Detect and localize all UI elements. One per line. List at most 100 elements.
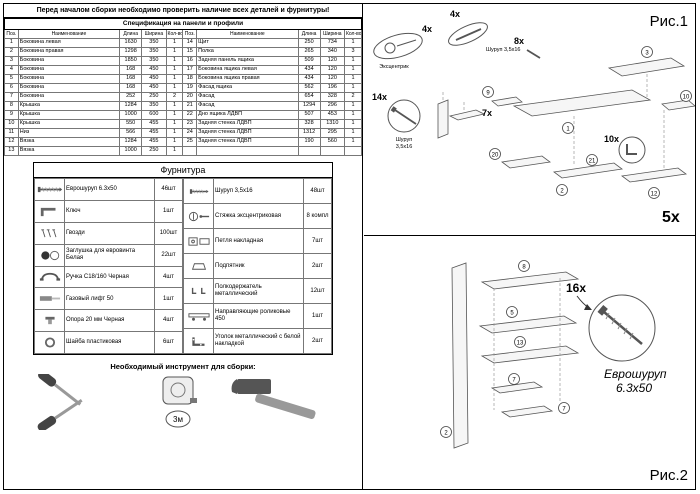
spec-cell-qty: 1 (165, 110, 184, 120)
spec-cell-name: Фасад (196, 92, 299, 102)
spec-cell-name: Щит (196, 38, 299, 48)
spec-cell-qty: 1 (343, 128, 363, 138)
part-number: 9 (486, 91, 490, 97)
hardware-name: Гвозди (64, 221, 155, 245)
part-number-badge: 9 (482, 86, 494, 98)
hardware-name: Ключ (64, 199, 155, 223)
spec-cell-len: 1850 (119, 56, 143, 66)
spec-cell-wid: 450 (141, 74, 167, 84)
spec-cell-wid (319, 146, 345, 156)
spec-cell-qty: 1 (165, 146, 184, 156)
spec-cell-pos: 12 (4, 137, 19, 147)
hardware-name: Стяжка эксцентриковая (213, 203, 304, 229)
part-number-badge: 3 (641, 46, 653, 58)
part-number-badge: 7 (558, 402, 570, 414)
count-label: 14x (372, 92, 387, 102)
spec-cell-name: Боковина ящика левая (196, 65, 299, 75)
part-number: 20 (492, 153, 499, 159)
hex-key-icon (34, 199, 65, 223)
spec-cell-pos: 22 (182, 110, 198, 120)
spec-cell-name: Крышка (17, 101, 121, 111)
spec-table: Спецификация на панели и профили Поз. Наи… (4, 18, 363, 156)
spec-cell-name: Вязка (17, 146, 121, 156)
eccentric-label: Эксцентрик (379, 64, 409, 70)
spec-cell-qty: 1 (343, 137, 363, 147)
eccentric-callout: 4x Эксцентрик (373, 24, 432, 70)
hardware-qty: 1шт (154, 287, 183, 311)
hammer-icon (231, 379, 316, 419)
spec-cell-len: 1294 (297, 101, 321, 111)
spec-cell-wid: 350 (141, 101, 167, 111)
gas-lift-icon (34, 287, 65, 311)
handle-icon (34, 265, 65, 289)
spec-cell-pos: 1 (4, 38, 19, 48)
hardware-name: Уголок металлический с белой накладкой (213, 328, 304, 354)
part-number-badge: 7 (508, 373, 520, 385)
part-number: 5 (510, 311, 514, 317)
spec-cell-qty: 1 (343, 83, 363, 93)
spec-cell-len: 328 (297, 119, 321, 129)
hardware-title: Фурнитура (34, 163, 332, 178)
spec-cell-qty: 1 (165, 128, 184, 138)
spec-col-header: Поз. (182, 29, 198, 39)
spec-cell-wid: 455 (141, 128, 167, 138)
part-number-badge: 8 (518, 260, 530, 272)
spec-cell-name: Задняя стенка ЛДВП (196, 119, 299, 129)
part-number: 8 (522, 265, 526, 271)
spec-table-title: Спецификация на панели и профили (4, 18, 362, 30)
spec-cell-wid: 350 (141, 47, 167, 57)
spec-cell-len: 509 (297, 56, 321, 66)
spec-cell-len: 550 (119, 119, 143, 129)
spec-col-header: Длина (119, 29, 143, 39)
spec-cell-len (297, 146, 321, 156)
fig2-label: Рис.2 (650, 467, 688, 484)
spec-cell-wid: 350 (141, 38, 167, 48)
spec-cell-name: Дно ящика ЛДВП (196, 110, 299, 120)
part-number-badge: 21 (586, 154, 598, 166)
part-number: 21 (589, 159, 596, 165)
spec-col-header: Ширина (141, 29, 167, 39)
spec-cell-wid: 453 (319, 110, 345, 120)
spec-cell-qty: 1 (343, 101, 363, 111)
spec-cell-pos: 13 (4, 146, 19, 156)
spec-cell-pos: 14 (182, 38, 198, 48)
part-number-badge: 1 (562, 122, 574, 134)
spec-col-header: Кол-во (343, 29, 363, 39)
spec-cell-pos: 10 (4, 119, 19, 129)
hardware-qty: 2шт (303, 328, 332, 354)
spec-cell-len: 265 (297, 47, 321, 57)
nails-icon (34, 221, 65, 245)
count-label: 4x (450, 9, 460, 19)
spec-cell-qty: 1 (343, 110, 363, 120)
screw-name: 6.3x50 (616, 381, 652, 395)
spec-cell-pos: 21 (182, 101, 198, 111)
spec-cell-name: Фасад ящика (196, 83, 299, 93)
spec-cell-len: 168 (119, 65, 143, 75)
spec-cell-pos: 25 (182, 137, 198, 147)
spec-cell-len: 252 (119, 92, 143, 102)
spec-cell-qty: 3 (343, 47, 363, 57)
spec-cell-wid: 455 (141, 119, 167, 129)
spec-cell-name: Задняя панель ящика (196, 56, 299, 66)
hardware-name: Петля накладная (213, 228, 304, 254)
spec-col-header: Наименование (17, 29, 121, 39)
part-number-badge: 2 (440, 426, 452, 438)
washer-icon (34, 331, 65, 354)
angle-bracket-icon (183, 328, 214, 354)
tools-section: Необходимый инструмент для сборки: (4, 362, 362, 430)
spec-cell-qty: 1 (343, 65, 363, 75)
spec-cell-name: Боковина ящика правая (196, 74, 299, 84)
screwdrivers-icon (37, 374, 83, 430)
spec-cell-pos: 9 (4, 110, 19, 120)
